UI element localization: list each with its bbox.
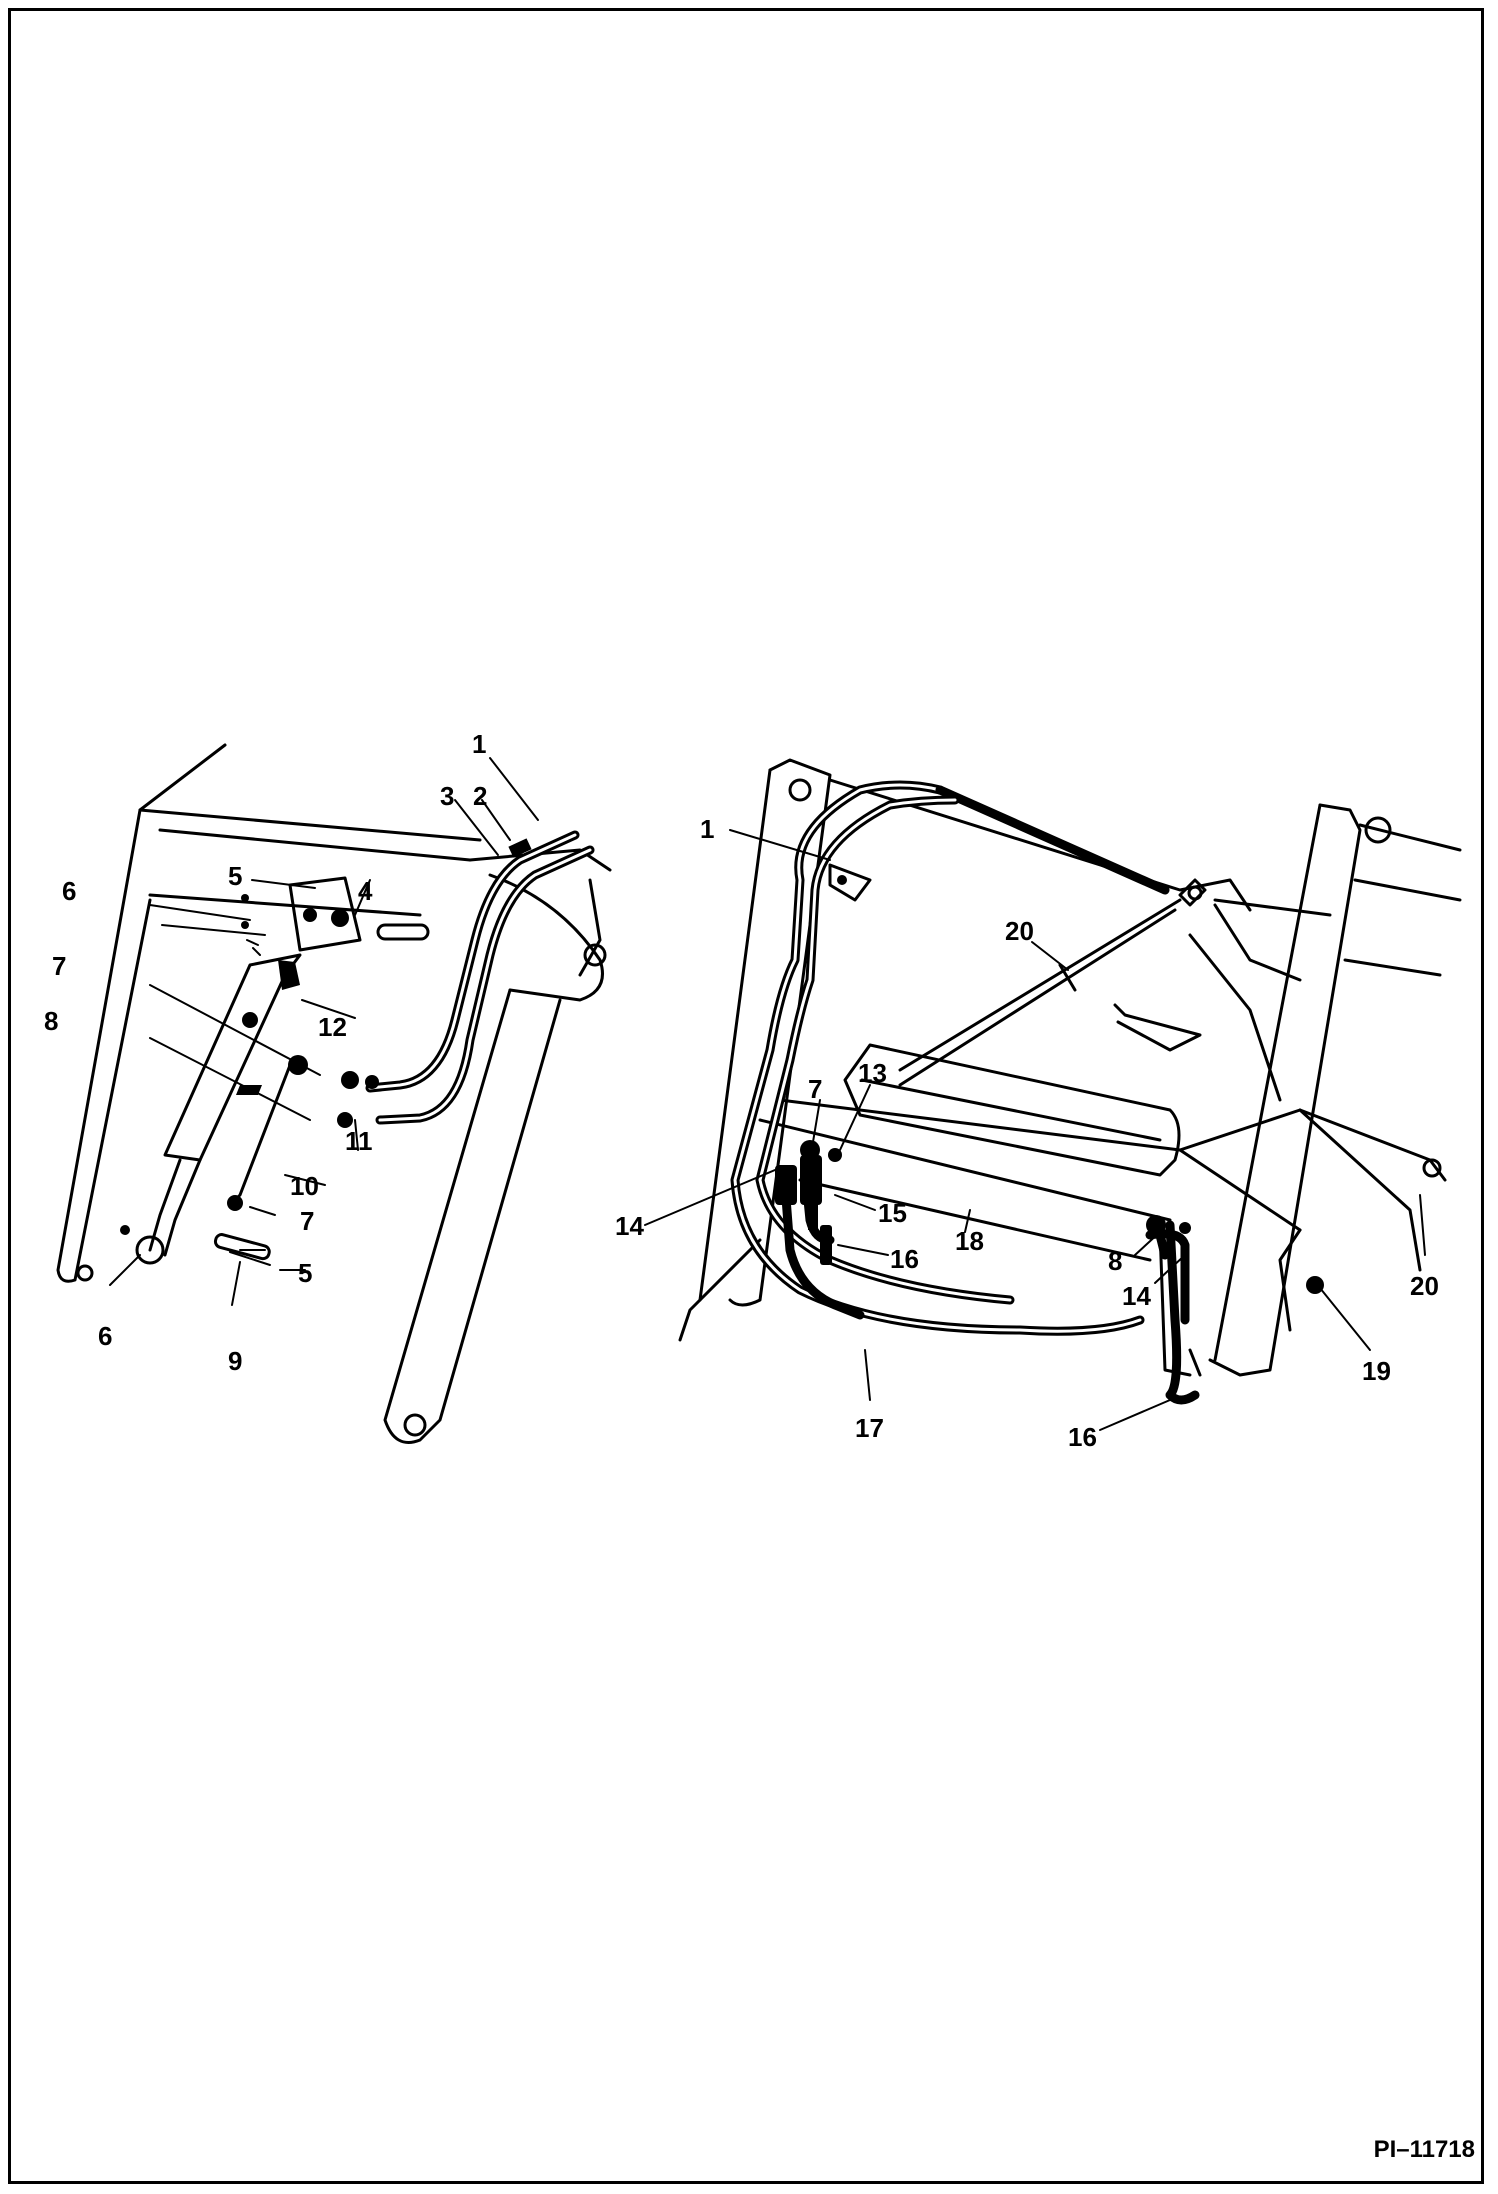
callout-left-6b: 6: [98, 1321, 112, 1351]
right-view: 1 20 7 13 14 15 18 16 8 14 20 19 17 16: [615, 758, 1462, 1452]
drawing-frame: [8, 8, 1484, 2184]
callout-right-1: 1: [700, 814, 714, 844]
callout-left-2: 2: [473, 781, 487, 811]
callout-right-7: 7: [808, 1074, 822, 1104]
callout-right-16: 16: [890, 1244, 919, 1274]
callouts-left: 1 3 2 5 4 6 12 7 8 11 10 7 6 5 9: [44, 729, 487, 1376]
hose-assembly-left: [365, 830, 595, 1125]
callout-left-8: 8: [44, 1006, 58, 1036]
callout-right-16b: 16: [1068, 1422, 1097, 1452]
callout-right-13: 13: [858, 1058, 887, 1088]
callout-right-18: 18: [955, 1226, 984, 1256]
callout-right-14b: 14: [1122, 1281, 1151, 1311]
figure-reference: PI–11718: [1374, 2136, 1475, 2163]
gas-strut: [898, 878, 1207, 1087]
leader-lines-right: [644, 829, 1426, 1431]
callout-right-20: 20: [1005, 916, 1034, 946]
leader-lines-left: [109, 757, 539, 1306]
callout-left-7b: 7: [300, 1206, 314, 1236]
callout-right-8: 8: [1108, 1246, 1122, 1276]
loader-frame-right: [678, 758, 1462, 1377]
hose-fittings-right: [775, 863, 1191, 1265]
callout-right-20b: 20: [1410, 1271, 1439, 1301]
callout-right-15: 15: [878, 1198, 907, 1228]
callout-right-19: 19: [1362, 1356, 1391, 1386]
callout-left-5: 5: [228, 861, 242, 891]
callout-left-3: 3: [440, 781, 454, 811]
tilt-cylinder: [120, 894, 379, 1265]
callout-left-9: 9: [228, 1346, 242, 1376]
callout-left-1: 1: [472, 729, 486, 759]
callout-left-12: 12: [318, 1012, 347, 1042]
callout-right-17: 17: [855, 1413, 884, 1443]
callouts-right: 1 20 7 13 14 15 18 16 8 14 20 19 17 16: [615, 814, 1439, 1452]
callout-left-5b: 5: [298, 1258, 312, 1288]
hose-assembly-right: [730, 780, 1200, 1405]
callout-left-7: 7: [52, 951, 66, 981]
cylinder-mount-bracket: [288, 876, 430, 952]
callout-left-6: 6: [62, 876, 76, 906]
seat-bar: [798, 1003, 1202, 1262]
callout-right-14: 14: [615, 1211, 644, 1241]
left-view: 1 3 2 5 4 6 12 7 8 11 10 7 6 5 9: [44, 729, 612, 1444]
callout-left-4: 4: [358, 876, 373, 906]
loader-arm-left: [56, 743, 612, 1444]
callout-left-11: 11: [345, 1126, 373, 1156]
callout-left-10: 10: [290, 1171, 319, 1201]
